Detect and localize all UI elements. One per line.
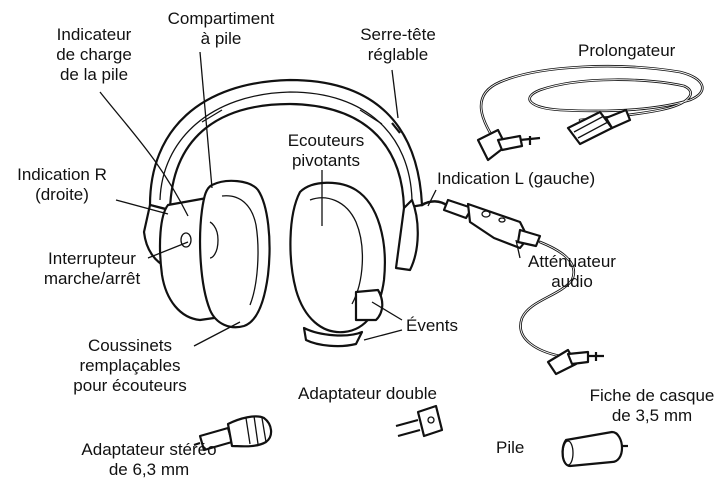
label-replaceable-cushions-line2: remplaçables [79,356,181,375]
label-left-indication: Indication L (gauche) [437,169,596,188]
label-headphone-plug-line1: Fiche de casque [589,386,715,405]
label-adjustable-headband-line2: réglable [367,45,429,64]
label-power-switch-line2: marche/arrêt [43,269,141,288]
label-audio-attenuator: Atténuateur audio [520,252,624,292]
label-headphone-plug: Fiche de casque de 3,5 mm [580,386,724,426]
label-battery-charge-indicator: Indicateur de charge de la pile [34,25,154,85]
stereo-adapter-drawing [193,415,273,452]
label-swivel-earcups-line2: pivotants [291,151,361,170]
label-stereo-adapter: Adaptateur stéréo de 6,3 mm [60,440,238,480]
label-adjustable-headband: Serre-tête réglable [350,25,446,65]
label-battery: Pile [496,438,525,457]
label-replaceable-cushions-line1: Coussinets [87,336,173,355]
headphone-cord-drawing [420,198,604,376]
label-battery-compartment-line1: Compartiment [167,9,275,28]
label-battery-compartment: Compartiment à pile [158,9,284,49]
label-battery-charge-indicator-line2: de charge [56,45,132,64]
leader-lines [99,51,521,347]
label-stereo-adapter-line1: Adaptateur stéréo [81,440,217,459]
label-vents: Évents [406,316,458,335]
label-extension-cord: Prolongateur [578,41,676,60]
label-audio-attenuator-line1: Atténuateur [528,252,616,271]
label-replaceable-cushions: Coussinets remplaçables pour écouteurs [60,336,200,396]
label-stereo-adapter-line2: de 6,3 mm [108,460,190,479]
label-right-indication-line2: (droite) [35,185,89,204]
left-earcup-drawing [142,179,271,329]
label-right-indication-line1: Indication R [17,165,107,184]
dual-adapter-drawing [395,404,444,438]
label-dual-adapter: Adaptateur double [298,384,437,403]
label-power-switch: Interrupteur marche/arrêt [26,249,158,289]
label-swivel-earcups-line1: Ecouteurs [287,131,365,150]
label-adjustable-headband-line1: Serre-tête [360,25,436,44]
label-battery-charge-indicator-line3: de la pile [59,65,129,84]
label-replaceable-cushions-line3: pour écouteurs [73,376,187,395]
right-earcup-drawing [289,181,419,348]
label-battery-charge-indicator-line1: Indicateur [56,25,132,44]
label-power-switch-line1: Interrupteur [48,249,136,268]
label-right-indication: Indication R (droite) [4,165,120,205]
battery-drawing [561,430,628,468]
label-headphone-plug-line2: de 3,5 mm [611,406,693,425]
extension-cord-drawing [476,65,704,162]
label-swivel-earcups: Ecouteurs pivotants [278,131,374,171]
label-audio-attenuator-line2: audio [551,272,593,291]
label-battery-compartment-line2: à pile [200,29,242,48]
